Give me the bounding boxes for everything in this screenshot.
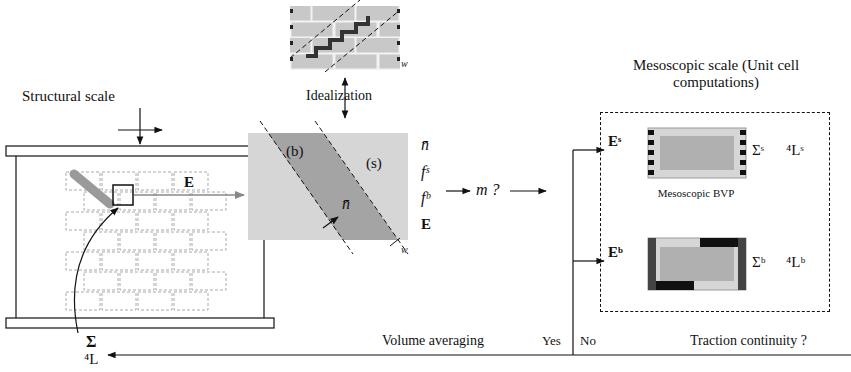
branch-label: No bbox=[580, 334, 596, 349]
region-label: (b) bbox=[286, 143, 304, 160]
sub-strain: Eᵇ bbox=[608, 244, 623, 261]
region-label: n̄ bbox=[342, 195, 350, 213]
macro-stress: Σ bbox=[86, 333, 96, 351]
band-width: w bbox=[401, 244, 408, 256]
masonry-sketch bbox=[290, 0, 400, 118]
macro-tangent: ⁴L bbox=[84, 351, 98, 368]
panel-heading: Mesoscopic scale (Unit cell computations… bbox=[626, 57, 806, 92]
mode-question: m ? bbox=[476, 181, 500, 199]
sub-stress: Σᵇ bbox=[752, 254, 765, 271]
structure bbox=[6, 108, 274, 333]
branch-label: Yes bbox=[542, 334, 561, 349]
idealized-cell bbox=[248, 121, 408, 254]
volume-fraction: fᵇ bbox=[421, 189, 430, 207]
sub-strain: Eˢ bbox=[608, 133, 621, 150]
normal-vector: n̄ bbox=[421, 136, 429, 154]
region-label: Mesoscopic BVP bbox=[646, 187, 746, 200]
macro-strain: E bbox=[421, 216, 431, 233]
sub-tangent: ⁴Lˢ bbox=[786, 142, 804, 159]
volume-fraction: fˢ bbox=[421, 163, 429, 181]
sub-stress: Σˢ bbox=[752, 142, 764, 159]
step-label: Volume averaging bbox=[382, 333, 484, 349]
scale-label: Structural scale bbox=[22, 88, 115, 105]
region-label: (s) bbox=[366, 155, 382, 172]
band-width: w bbox=[401, 58, 408, 70]
step-label: Idealization bbox=[306, 88, 372, 104]
unit-cells bbox=[648, 128, 746, 290]
flow-lines bbox=[108, 150, 851, 355]
idealized-cell-region: (b) (s) n̄ bbox=[248, 133, 408, 240]
strain-arrow-label: E bbox=[184, 174, 194, 191]
check-label: Traction continuity ? bbox=[690, 333, 807, 349]
sub-tangent: ⁴Lᵇ bbox=[786, 254, 805, 271]
